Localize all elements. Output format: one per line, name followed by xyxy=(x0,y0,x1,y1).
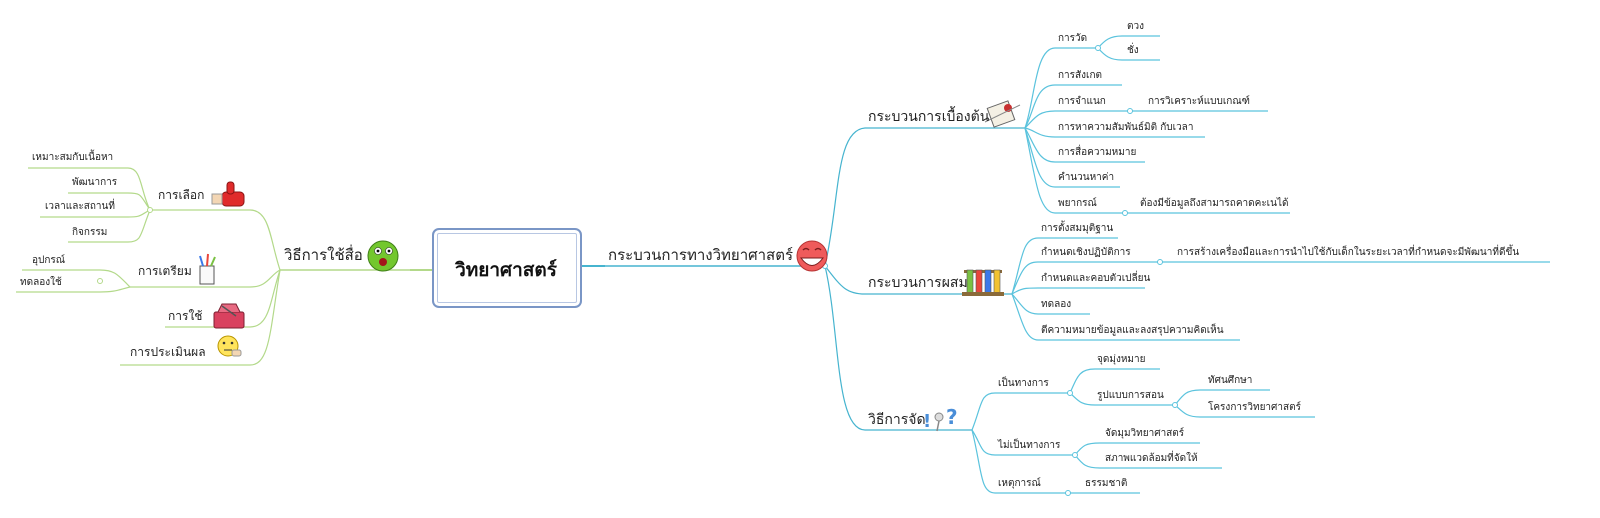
classify-child[interactable]: การวิเคราะห์แบบเกณฑ์ xyxy=(1148,96,1250,107)
informal-node[interactable]: ไม่เป็นทางการ xyxy=(998,440,1061,451)
incidental-node[interactable]: เหตุการณ์ xyxy=(998,478,1041,489)
left-main-node[interactable]: วิธีการใช้สื่อ xyxy=(284,246,363,264)
predict-child[interactable]: ต้องมีข้อมูลถึงสามารถคาดคะเนได้ xyxy=(1140,198,1289,209)
prepare-child-equipment[interactable]: อุปกรณ์ xyxy=(32,255,66,266)
toolbox-icon xyxy=(213,303,245,329)
formal-node[interactable]: เป็นทางการ xyxy=(998,378,1049,389)
operational-child[interactable]: การสร้างเครื่องมือและการนำไปใช้กับเด็กใน… xyxy=(1177,247,1520,258)
right-main-node[interactable]: กระบวนการทางวิทยาศาสตร์ xyxy=(608,246,794,264)
communicate-node[interactable]: การสื่อความหมาย xyxy=(1058,147,1137,158)
select-child-development[interactable]: พัฒนาการ xyxy=(72,177,118,188)
use-node[interactable]: การใช้ xyxy=(168,309,203,323)
connector-lines xyxy=(16,35,1550,494)
organize-node[interactable]: วิธีการจัด xyxy=(868,412,926,428)
scroll-icon xyxy=(984,100,1021,128)
root-node-label: วิทยาศาสตร์ xyxy=(455,259,557,281)
experiment-node[interactable]: ทดลอง xyxy=(1041,299,1072,310)
nature-node[interactable]: ธรรมชาติ xyxy=(1085,478,1128,489)
operational-node[interactable]: กำหนดเชิงปฏิบัติการ xyxy=(1041,247,1131,258)
select-node[interactable]: การเลือก xyxy=(158,188,205,202)
classify-node[interactable]: การจำแนก xyxy=(1058,96,1106,107)
environment-node[interactable]: สภาพแวดล้อมที่จัดให้ xyxy=(1105,453,1198,464)
to-organize xyxy=(824,265,866,431)
space-time-node[interactable]: การหาความสัมพันธ์มิติ กับเวลา xyxy=(1058,122,1194,133)
hypothesis-node[interactable]: การตั้งสมมุติฐาน xyxy=(1041,223,1114,234)
test-tubes-icon xyxy=(962,269,1004,296)
measure-child-2[interactable]: ชั่ง xyxy=(1127,45,1139,56)
teaching-node[interactable]: รูปแบบการสอน xyxy=(1097,390,1164,401)
thinking-face-icon xyxy=(217,335,242,357)
smiling-face-icon xyxy=(796,240,828,272)
select-child-time-place[interactable]: เวลาและสถานที่ xyxy=(45,201,115,212)
select-child-content[interactable]: เหมาะสมกับเนื้อหา xyxy=(32,152,114,163)
field-trip-node[interactable]: ทัศนศึกษา xyxy=(1208,375,1253,386)
question-mark-icon: ! ? xyxy=(923,405,958,432)
svg-text:!: ! xyxy=(923,411,931,432)
root-node-box[interactable] xyxy=(432,228,582,308)
evaluate-node[interactable]: การประเมินผล xyxy=(130,345,206,359)
basic-process-node[interactable]: กระบวนการเบื้องต้น xyxy=(868,109,990,125)
science-corner-node[interactable]: จัดมุมวิทยาศาสตร์ xyxy=(1105,428,1185,439)
prepare-node[interactable]: การเตรียม xyxy=(138,264,192,278)
variables-node[interactable]: กำหนดและคอบตัวเปลี่ยน xyxy=(1041,273,1151,284)
calculate-node[interactable]: คำนวนหาค่า xyxy=(1058,172,1115,183)
measure-node[interactable]: การวัด xyxy=(1058,33,1088,44)
integrated-process-node[interactable]: กระบวนการผสม xyxy=(868,275,968,291)
select-child-activity[interactable]: กิจกรรม xyxy=(72,227,108,238)
svg-text:?: ? xyxy=(946,405,958,429)
to-integrated xyxy=(824,265,866,295)
predict-node[interactable]: พยากรณ์ xyxy=(1058,198,1097,209)
to-basic xyxy=(824,127,866,267)
prepare-child-trial[interactable]: ทดลองใช้ xyxy=(20,277,62,288)
goal-node[interactable]: จุดมุ่งหมาย xyxy=(1097,354,1146,365)
junction-dots xyxy=(97,45,1178,496)
pencil-cup-icon xyxy=(199,253,216,285)
interpret-node[interactable]: ตีความหมายข้อมูลและลงสรุปความคิดเห็น xyxy=(1041,325,1224,336)
science-project-node[interactable]: โครงการวิทยาศาสตร์ xyxy=(1208,402,1301,413)
measure-child-1[interactable]: ตวง xyxy=(1127,21,1144,32)
thumbs-up-icon xyxy=(211,181,245,207)
green-face-icon xyxy=(367,240,399,272)
observe-node[interactable]: การสังเกต xyxy=(1058,70,1102,81)
